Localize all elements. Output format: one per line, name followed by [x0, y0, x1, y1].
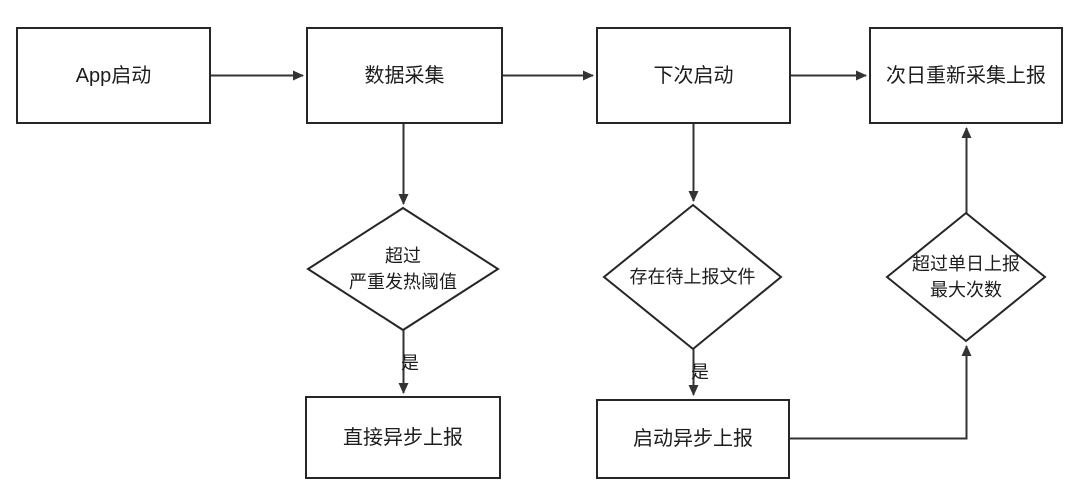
edge-start-async-report-to-daily-limit-check	[789, 345, 972, 440]
node-pending-file-check-shape	[602, 203, 783, 351]
node-overheat-check-shape	[306, 206, 500, 332]
node-next-day-recollect-shape	[869, 27, 1063, 124]
node-next-launch-shape	[596, 27, 791, 124]
node-direct-async-report-shape	[305, 396, 501, 479]
node-app-start-shape	[16, 27, 211, 124]
node-data-collect-shape	[306, 27, 503, 124]
node-start-async-report-shape	[596, 399, 790, 479]
node-daily-limit-check-shape	[885, 211, 1047, 343]
